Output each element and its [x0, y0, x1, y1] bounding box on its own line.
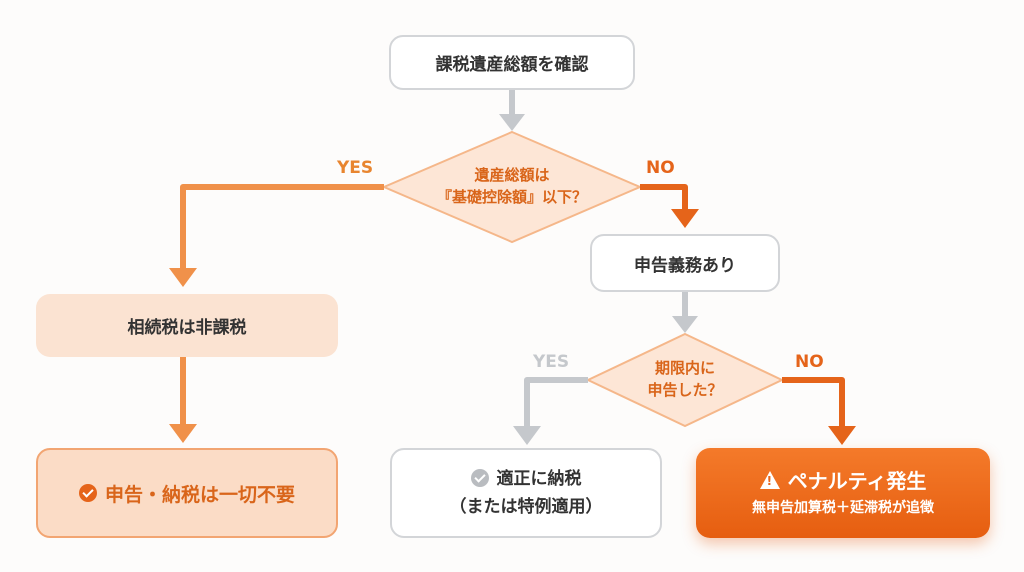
decision2-yes-label: YES [533, 352, 570, 372]
decision1-line1: 遺産総額は [474, 166, 550, 184]
proper-payment-box: 適正に納税 （または特例適用） [390, 448, 662, 538]
penalty-box: ペナルティ発生 無申告加算税＋延滞税が追徴 [696, 448, 990, 538]
arrow-decision2-yes [513, 377, 588, 445]
proper-line2: （または特例適用） [449, 497, 603, 517]
decision2-no-label: NO [795, 352, 824, 372]
decision2-line2: 申告した？ [647, 381, 723, 399]
arrow-decision1-no [640, 184, 699, 228]
duty-label: 申告義務あり [634, 255, 736, 276]
duty-box: 申告義務あり [590, 234, 780, 292]
arrow-duty-to-decision2 [672, 292, 698, 333]
arrow-decision1-yes [169, 184, 384, 287]
decision1-text: 遺産総額は 『基礎控除額』以下？ [402, 164, 622, 208]
nontax-box: 相続税は非課税 [36, 294, 338, 357]
start-box: 課税遺産総額を確認 [389, 35, 635, 90]
proper-line1-row: 適正に納税 [470, 465, 582, 493]
check-circle-icon [78, 484, 97, 502]
no-filing-box: 申告・納税は一切不要 [36, 448, 338, 538]
check-circle-icon [470, 469, 489, 487]
no-filing-label: 申告・納税は一切不要 [104, 483, 295, 506]
warning-triangle-icon [759, 471, 780, 489]
start-label: 課税遺産総額を確認 [435, 55, 589, 75]
penalty-subtitle: 無申告加算税＋延滞税が追徴 [752, 500, 934, 516]
decision1-line2: 『基礎控除額』以下？ [436, 188, 587, 206]
arrow-start-to-decision1 [499, 90, 525, 131]
nontax-label: 相続税は非課税 [127, 318, 247, 338]
penalty-title: ペナルティ発生 [787, 469, 927, 493]
arrow-nontax-to-nofiling [169, 357, 197, 443]
decision2-diamond [585, 332, 785, 428]
decision1-no-label: NO [646, 158, 675, 178]
penalty-title-row: ペナルティ発生 [759, 466, 927, 496]
proper-line1: 適正に納税 [496, 469, 582, 489]
decision1-diamond [381, 130, 643, 244]
decision2-line1: 期限内に [654, 359, 715, 377]
arrow-decision2-no [782, 377, 856, 445]
decision1-yes-label: YES [337, 158, 374, 178]
decision2-text: 期限内に 申告した？ [605, 357, 765, 401]
